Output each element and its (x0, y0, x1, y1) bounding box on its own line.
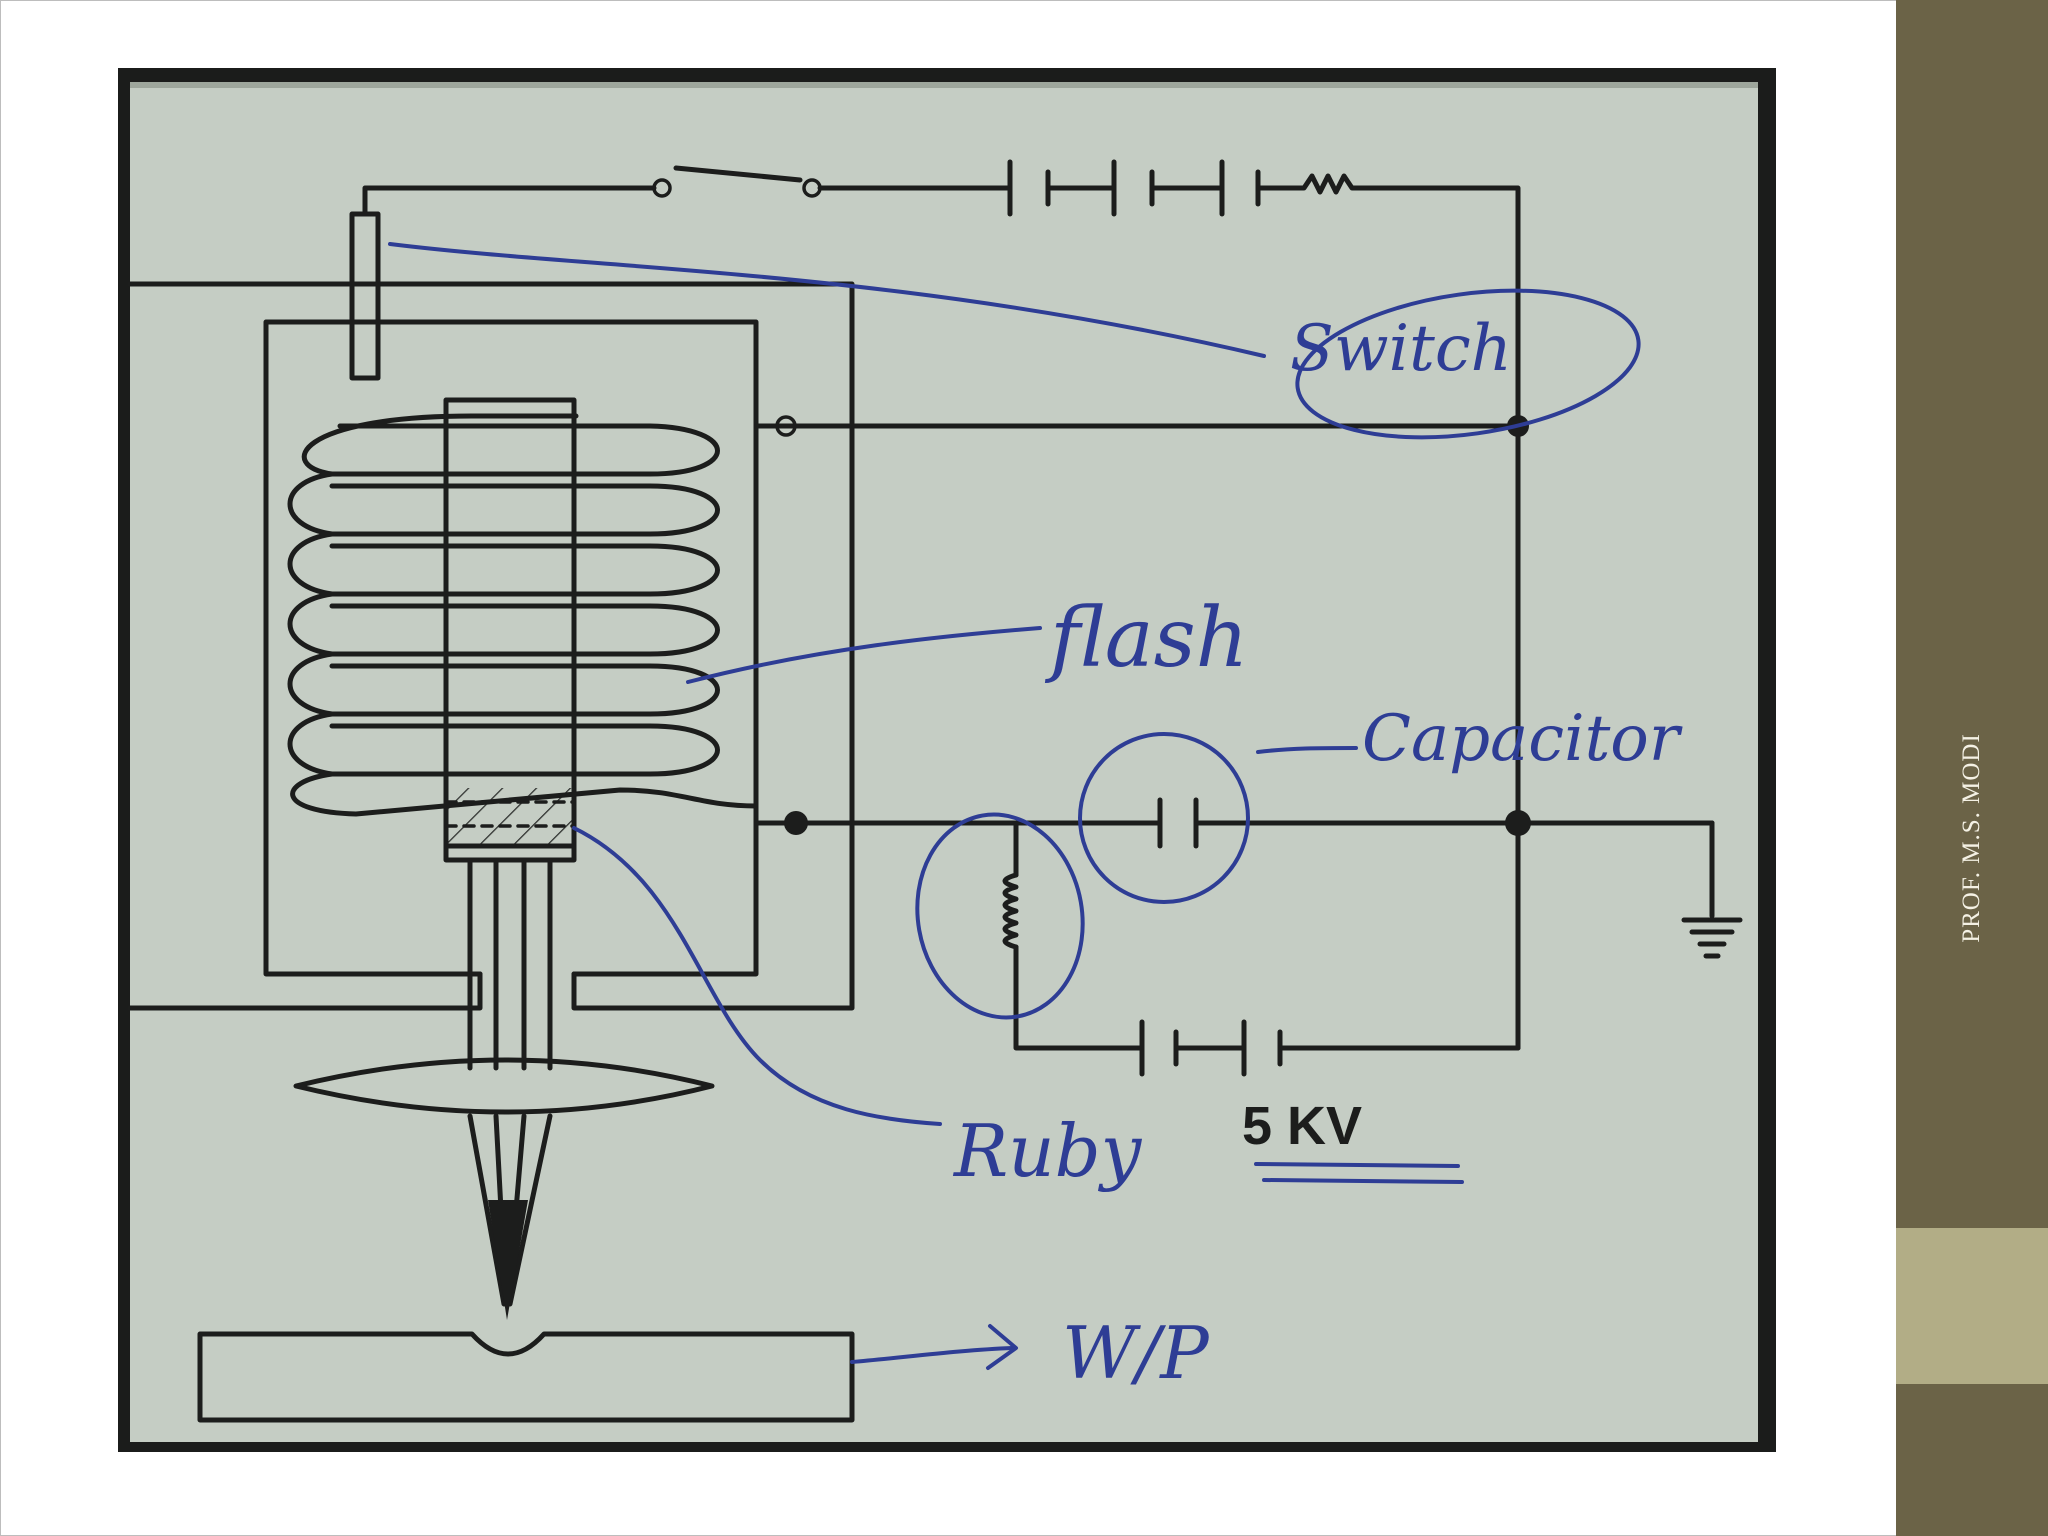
laser-housing (127, 281, 855, 1011)
diagram-photo: Switch flash Capacitor Ruby 5 KV W/P (118, 68, 1776, 1452)
board-top-strip (130, 82, 1758, 88)
charging-circuit (1002, 820, 1521, 1077)
capacitor-junction (1505, 810, 1531, 836)
solid-state-laser-diagram: Switch flash Capacitor Ruby 5 KV W/P (127, 82, 1758, 1442)
workpiece-label: W/P (1062, 1311, 1210, 1395)
ruby-label: Ruby (952, 1109, 1143, 1193)
author-credit: PROF. M.S. MODI (1958, 733, 1985, 943)
capacitor-label: Capacitor (1362, 702, 1683, 776)
switch-label: Switch (1290, 312, 1512, 386)
flash-lamp-coil (287, 413, 759, 817)
lamp-terminal (784, 811, 808, 835)
flash-label: flash (1044, 591, 1248, 686)
laser-beam (467, 857, 553, 1320)
board-background (130, 82, 1758, 1442)
capacitor-branch (793, 797, 1743, 959)
voltage-label: 5 KV (1242, 1096, 1362, 1156)
upper-terminal (775, 415, 797, 437)
pen-annotations (388, 242, 1641, 1370)
workpiece (197, 1331, 855, 1423)
trigger-circuit (362, 159, 1521, 1051)
sidebar-accent-block (1896, 1228, 2048, 1384)
focusing-lens (293, 1057, 715, 1115)
